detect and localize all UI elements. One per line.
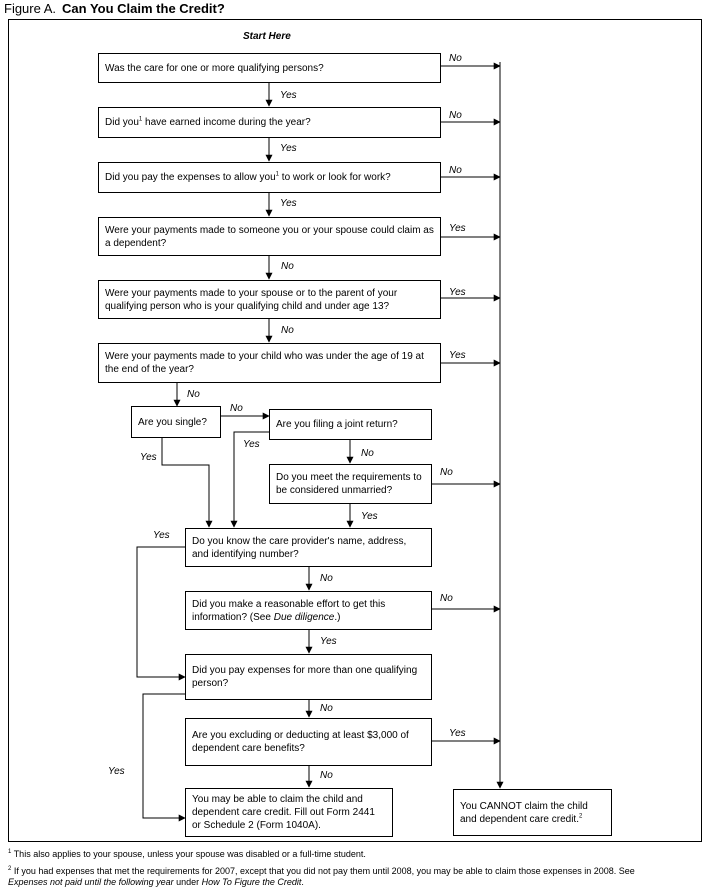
answer-label-yes: Yes — [280, 90, 297, 101]
question-considered-unmarried: Do you meet the requirements to be consi… — [269, 464, 432, 504]
footnote-mark: 1 — [138, 116, 143, 123]
figure-heading: Can You Claim the Credit? — [62, 1, 225, 16]
question-text: Did you pay the expenses to allow you — [105, 172, 276, 183]
footnote-reference: Expenses not paid until the following ye… — [8, 877, 174, 887]
footnote-2: 2 If you had expenses that met the requi… — [8, 866, 635, 887]
question-reasonable-effort: Did you make a reasonable effort to get … — [185, 591, 432, 630]
footnote-mark: 1 — [8, 849, 12, 855]
question-text: Are you excluding or deducting at least … — [192, 730, 409, 754]
answer-label-yes: Yes — [449, 223, 466, 234]
answer-label-no: No — [187, 389, 200, 400]
question-text: Was the care for one or more qualifying … — [105, 62, 324, 74]
answer-label-no: No — [361, 448, 374, 459]
question-qualifying-persons: Was the care for one or more qualifying … — [98, 53, 441, 83]
answer-label-no: No — [440, 593, 453, 604]
question-dependent-care-benefits: Are you excluding or deducting at least … — [185, 718, 432, 766]
figure-label: Figure A. — [4, 1, 57, 16]
question-text: Do you meet the requirements to be consi… — [276, 472, 422, 496]
question-text: Did you pay expenses for more than one q… — [192, 665, 418, 689]
question-more-than-one-person: Did you pay expenses for more than one q… — [185, 654, 432, 700]
answer-label-yes: Yes — [153, 530, 170, 541]
answer-label-no: No — [281, 325, 294, 336]
answer-label-yes: Yes — [320, 636, 337, 647]
answer-label-yes: Yes — [280, 143, 297, 154]
outcome-text: You may be able to claim the child and d… — [192, 794, 375, 831]
footnote-text: If you had expenses that met the require… — [13, 866, 635, 876]
answer-label-yes: Yes — [280, 198, 297, 209]
outcome-text: You CANNOT claim the child and dependent… — [460, 800, 588, 825]
question-text: Are you filing a joint return? — [276, 419, 398, 430]
answer-label-yes: Yes — [108, 766, 125, 777]
answer-label-no: No — [440, 467, 453, 478]
answer-label-no: No — [449, 53, 462, 64]
answer-label-yes: Yes — [449, 287, 466, 298]
question-text: Are you single? — [138, 416, 207, 428]
figure-title: Figure A. Can You Claim the Credit? — [4, 1, 225, 16]
start-here-label: Start Here — [243, 31, 291, 42]
question-text: Do you know the care provider's name, ad… — [192, 535, 407, 560]
footnote-mark: 2 — [8, 866, 12, 872]
question-text: have earned income during the year? — [145, 117, 311, 128]
question-care-provider-info: Do you know the care provider's name, ad… — [185, 528, 432, 567]
answer-label-no: No — [320, 703, 333, 714]
due-diligence-reference: Due diligence — [273, 611, 335, 623]
answer-label-no: No — [320, 573, 333, 584]
answer-label-yes: Yes — [449, 728, 466, 739]
answer-label-yes: Yes — [449, 350, 466, 361]
question-text: Were your payments made to your spouse o… — [105, 287, 398, 312]
question-text: to work or look for work? — [281, 172, 391, 183]
q10-yes-arrow — [136, 546, 186, 681]
q7-yes-arrow — [161, 438, 213, 528]
question-child-under-19-payee: Were your payments made to your child wh… — [98, 343, 441, 383]
question-dependent-payee: Were your payments made to someone you o… — [98, 217, 441, 256]
question-text: Did you make a reasonable effort to get … — [192, 598, 386, 623]
question-joint-return: Are you filing a joint return? — [269, 409, 432, 440]
figure-frame — [8, 19, 702, 842]
answer-label-no: No — [281, 261, 294, 272]
outcome-cannot-claim: You CANNOT claim the child and dependent… — [453, 789, 612, 836]
question-earned-income: Did you1 have earned income during the y… — [98, 107, 441, 138]
question-text: Were your payments made to someone you o… — [105, 224, 434, 249]
footnote-mark: 1 — [275, 171, 280, 178]
question-single: Are you single? — [131, 406, 221, 438]
footnote-1: 1 This also applies to your spouse, unle… — [8, 849, 698, 860]
answer-label-no: No — [449, 110, 462, 121]
q12-yes-arrow — [142, 693, 186, 822]
answer-label-no: No — [320, 770, 333, 781]
question-pay-to-work: Did you pay the expenses to allow you1 t… — [98, 162, 441, 193]
question-text: Were your payments made to your child wh… — [105, 351, 424, 375]
answer-label-no: No — [230, 403, 243, 414]
question-spouse-or-parent-payee: Were your payments made to your spouse o… — [98, 280, 441, 319]
answer-label-yes: Yes — [361, 511, 378, 522]
question-text: Did you — [105, 117, 139, 128]
footnote-mark: 2 — [578, 813, 583, 820]
outcome-may-claim: You may be able to claim the child and d… — [185, 788, 393, 837]
footnote-reference: How To Figure the Credit — [201, 877, 302, 887]
footnote-text: This also applies to your spouse, unless… — [13, 849, 366, 859]
answer-label-no: No — [449, 165, 462, 176]
answer-label-yes: Yes — [243, 439, 260, 450]
q8-yes-arrow — [230, 431, 269, 528]
answer-label-yes: Yes — [140, 452, 157, 463]
